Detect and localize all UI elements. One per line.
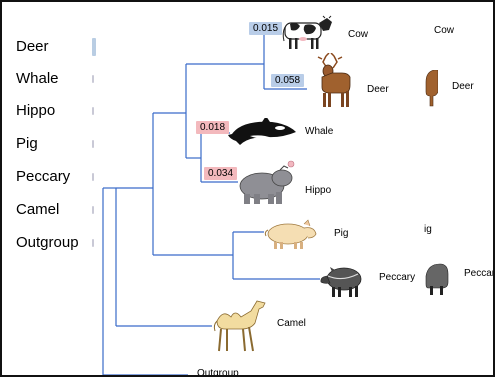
deer-icon	[308, 53, 352, 109]
leaf-label-cow[interactable]: Cow	[348, 29, 368, 40]
dragged-label-pig[interactable]: ig	[424, 224, 432, 235]
leaf-label-hippo[interactable]: Hippo	[305, 185, 331, 196]
dragged-peccary-icon	[424, 262, 450, 296]
cow-icon	[281, 15, 333, 51]
leaf-label-peccary[interactable]: Peccary	[379, 272, 415, 283]
leaf-label-pig[interactable]: Pig	[334, 228, 348, 239]
branch-length-deer: 0.058	[271, 74, 304, 87]
branch-length-cow: 0.015	[249, 22, 282, 35]
dragged-label-deer[interactable]: Deer	[452, 81, 474, 92]
leaf-label-whale[interactable]: Whale	[305, 126, 333, 137]
leaf-label-camel[interactable]: Camel	[277, 318, 306, 329]
whale-icon	[228, 118, 300, 146]
leaf-label-outgroup[interactable]: Outgroup	[197, 368, 239, 377]
branch-length-whale: 0.018	[196, 121, 229, 134]
camel-icon	[211, 299, 269, 353]
dragged-deer-icon	[424, 70, 438, 108]
branch-length-hippo: 0.034	[204, 167, 237, 180]
peccary-icon	[320, 262, 364, 298]
pig-icon	[264, 218, 320, 250]
hippo-icon	[234, 158, 300, 206]
dragged-label-cow[interactable]: Cow	[434, 25, 454, 36]
dragged-label-peccary[interactable]: Peccar	[464, 268, 495, 279]
leaf-label-deer[interactable]: Deer	[367, 84, 389, 95]
